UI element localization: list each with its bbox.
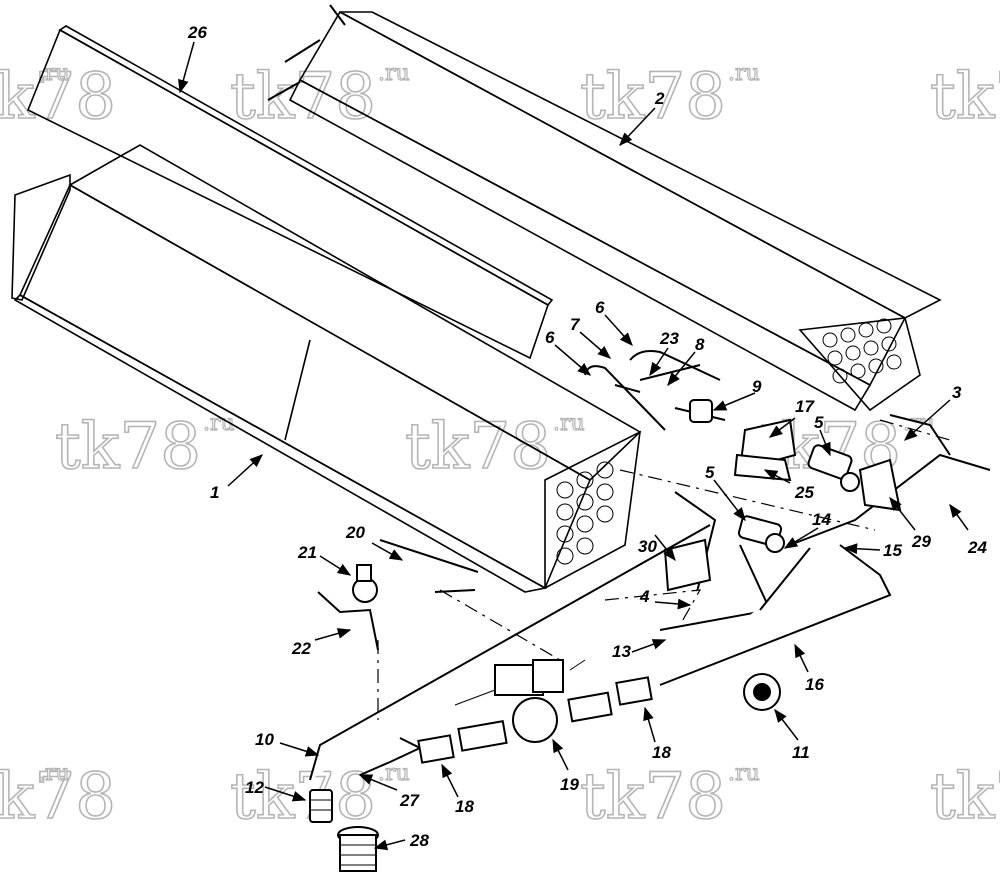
watermark-text: tk78 <box>55 410 201 484</box>
callout-labels: 26 2 1 3 4 5 5 6 6 7 8 9 10 11 12 13 14 … <box>187 23 987 850</box>
callout-22: 22 <box>291 639 311 658</box>
callout-18-right: 18 <box>652 743 671 762</box>
callout-26: 23 <box>659 329 679 348</box>
watermark-text: tk78 <box>405 410 551 484</box>
fitting-9 <box>689 399 713 423</box>
callout-11: 11 <box>792 743 810 762</box>
watermark-suffix: .ru <box>38 761 70 786</box>
watermark-tile: tk78 .ru <box>0 759 117 835</box>
watermark-suffix: .ru <box>728 61 760 86</box>
callout-17: 17 <box>795 397 815 416</box>
watermark-tile: tk78 .ru <box>579 59 760 135</box>
watermark-tile: tk78 .ru <box>404 409 585 485</box>
callout-2: 2 <box>654 89 665 108</box>
callout-5-upper: 5 <box>814 413 824 432</box>
fitting-12 <box>309 789 333 823</box>
callout-6-right: 6 <box>595 298 605 317</box>
watermark-text: tk78 <box>580 760 726 834</box>
coil-tube-bends-lower <box>556 461 614 565</box>
valve-5-lower <box>737 515 785 553</box>
watermark-text: tk78 <box>580 60 726 134</box>
watermark-suffix: .ru <box>553 411 585 436</box>
watermark-tile: tk78 .ru <box>229 59 410 135</box>
callout-6-left: 6 <box>545 328 555 347</box>
callout-15: 15 <box>883 541 902 560</box>
callout-5-lower: 5 <box>705 463 715 482</box>
watermark-suffix: .ru <box>378 761 410 786</box>
callout-30: 30 <box>638 537 657 556</box>
callout-1: 1 <box>210 483 219 502</box>
callout-9: 9 <box>752 377 762 396</box>
callout-8: 8 <box>695 335 705 354</box>
watermark-tile: tk78 .ru <box>54 409 235 485</box>
watermark-tile: tk78 .ru <box>0 59 117 135</box>
watermark-text: tk78 <box>930 60 1000 134</box>
watermark-layer: tk78 .ru tk78 .ru tk78 .ru tk78 tk78 .ru… <box>0 59 1000 835</box>
bracket-30 <box>663 538 712 592</box>
callout-29: 29 <box>911 532 931 551</box>
expansion-valve-21 <box>352 564 378 603</box>
callout-21: 21 <box>297 543 317 562</box>
watermark-suffix: .ru <box>378 61 410 86</box>
callout-28: 25 <box>794 483 814 502</box>
callout-7: 7 <box>570 315 581 334</box>
watermark-tile: tk78 .ru <box>579 759 760 835</box>
watermark-text: tk78 <box>930 760 1000 834</box>
callout-12: 12 <box>245 778 264 797</box>
watermark-text: tk78 <box>0 760 116 834</box>
callout-19: 19 <box>560 775 579 794</box>
callout-27: 24 <box>967 538 987 557</box>
valve-5-upper <box>807 444 860 492</box>
callout-10: 10 <box>255 730 274 749</box>
callout-18-left: 18 <box>455 797 474 816</box>
callout-20: 20 <box>345 523 365 542</box>
watermark-suffix: .ru <box>728 761 760 786</box>
callout-25: 28 <box>409 831 429 850</box>
evaporator-coil-upper <box>267 4 942 412</box>
grommet-11 <box>743 673 781 711</box>
watermark-text: tk78 <box>230 760 376 834</box>
callout-16: 16 <box>805 675 824 694</box>
valve-assembly-19 <box>454 659 586 743</box>
callout-23: 26 <box>187 23 207 42</box>
callout-3: 3 <box>952 383 962 402</box>
callout-13: 13 <box>612 642 631 661</box>
coil-tube-bends-upper <box>822 318 902 384</box>
watermark-tile: tk78 <box>929 59 1000 135</box>
watermark-tile: tk78 <box>929 759 1000 835</box>
callout-24: 27 <box>399 791 420 810</box>
callout-14: 14 <box>812 510 831 529</box>
leader-lines <box>178 41 969 851</box>
bushing-25 <box>337 826 379 872</box>
filter-panel <box>26 25 554 360</box>
bracket-17-28 <box>733 418 797 482</box>
watermark-text: tk78 <box>0 60 116 134</box>
callout-4: 4 <box>639 587 650 606</box>
watermark-text: tk78 <box>230 60 376 134</box>
evaporator-coil-lower <box>11 144 642 593</box>
